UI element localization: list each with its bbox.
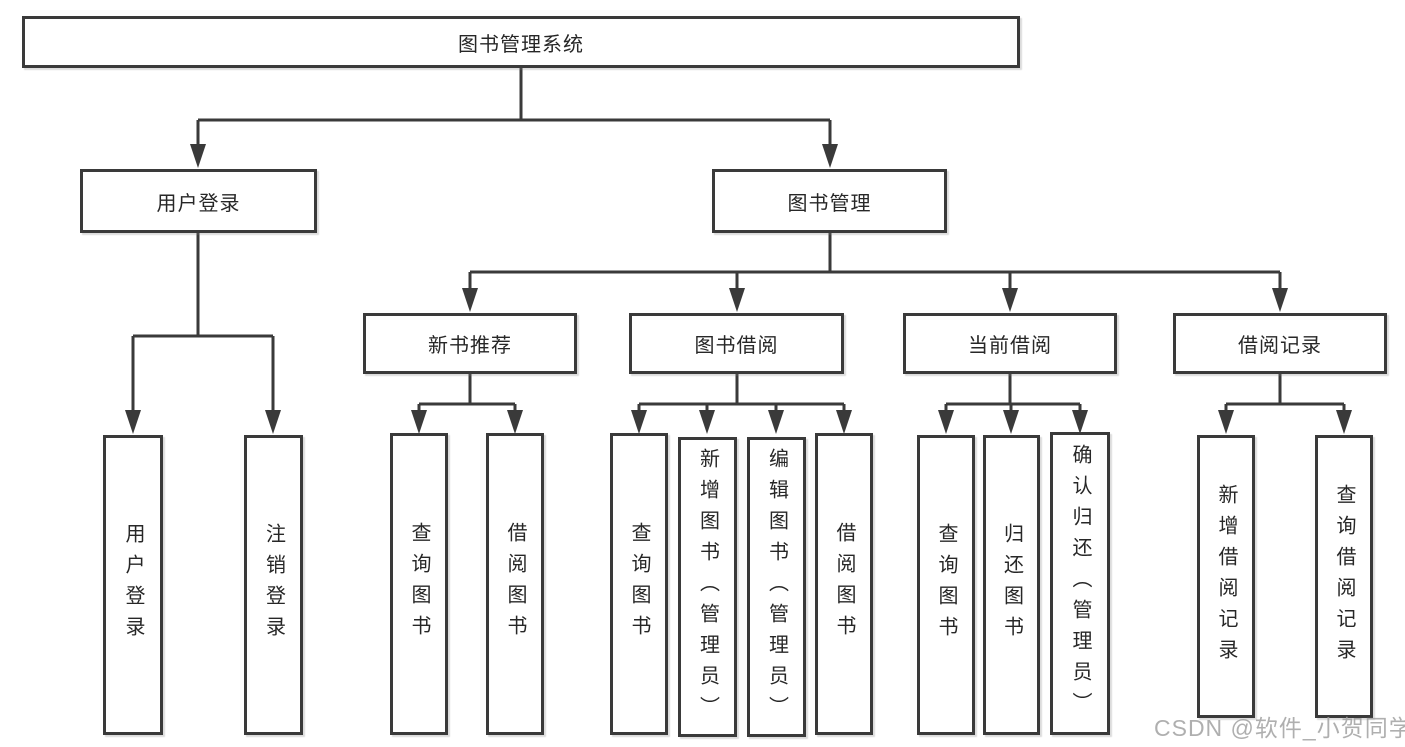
leaf-label: 查询图书 <box>935 523 957 647</box>
node-root-library-system: 图书管理系统 <box>22 16 1020 68</box>
leaf-label: 新增图书（管理员） <box>696 447 719 727</box>
node-user-login-branch: 用户登录 <box>80 169 317 233</box>
arrowhead <box>1218 410 1234 434</box>
arrowhead <box>631 410 647 434</box>
leaf-add-borrow-record: 新增借阅记录 <box>1197 435 1255 718</box>
node-new-book-recommend: 新书推荐 <box>363 313 577 374</box>
node-label: 图书管理 <box>787 192 872 215</box>
leaf-query-books-borrow: 查询图书 <box>610 433 668 735</box>
leaf-label: 新增借阅记录 <box>1215 483 1237 670</box>
arrowhead <box>1002 288 1018 312</box>
leaf-label: 查询借阅记录 <box>1333 483 1355 670</box>
leaf-edit-books-admin: 编辑图书（管理员） <box>747 437 806 737</box>
csdn-watermark: CSDN @软件_小贺同学 <box>1154 715 1405 741</box>
leaf-borrow-books: 借阅图书 <box>815 433 873 735</box>
node-borrow-records: 借阅记录 <box>1173 313 1387 374</box>
leaf-confirm-return-admin: 确认归还（管理员） <box>1050 432 1110 735</box>
node-label: 图书管理系统 <box>458 33 584 56</box>
arrowhead <box>1072 410 1088 434</box>
leaf-logout: 注销登录 <box>244 435 303 735</box>
node-label: 借阅记录 <box>1238 335 1322 357</box>
leaf-borrow-books-recommend: 借阅图书 <box>486 433 544 735</box>
leaf-query-borrow-record: 查询借阅记录 <box>1315 435 1373 718</box>
arrowhead <box>699 410 715 434</box>
leaf-label: 查询图书 <box>408 522 430 646</box>
leaf-label: 借阅图书 <box>504 522 526 646</box>
leaf-label: 确认归还（管理员） <box>1069 444 1091 723</box>
leaf-query-books-current: 查询图书 <box>917 435 975 735</box>
leaf-label: 注销登录 <box>262 523 285 647</box>
arrowhead <box>411 410 427 434</box>
node-current-borrow: 当前借阅 <box>903 313 1117 374</box>
leaf-query-books-recommend: 查询图书 <box>390 433 448 735</box>
node-label: 用户登录 <box>156 192 241 215</box>
leaf-label: 借阅图书 <box>833 522 855 646</box>
leaf-label: 查询图书 <box>628 522 650 646</box>
arrowhead <box>125 410 141 434</box>
arrowhead <box>1003 410 1019 434</box>
arrowhead <box>729 288 745 312</box>
leaf-return-books: 归还图书 <box>983 435 1040 735</box>
leaf-label: 归还图书 <box>1000 523 1023 647</box>
node-book-management: 图书管理 <box>712 169 947 233</box>
arrowhead <box>938 410 954 434</box>
arrowhead <box>507 410 523 434</box>
leaf-label: 编辑图书（管理员） <box>765 447 788 727</box>
arrowhead <box>836 410 852 434</box>
arrowhead <box>1336 410 1352 434</box>
arrowhead <box>1272 288 1288 312</box>
leaf-user-login: 用户登录 <box>103 435 163 735</box>
arrowhead <box>265 410 281 434</box>
arrowhead <box>190 144 206 168</box>
node-label: 图书借阅 <box>694 335 779 357</box>
leaf-add-books-admin: 新增图书（管理员） <box>678 437 737 737</box>
leaf-label: 用户登录 <box>122 523 144 647</box>
arrowhead <box>768 410 784 434</box>
arrowhead <box>822 144 838 168</box>
node-label: 新书推荐 <box>428 335 512 357</box>
arrowhead <box>462 288 478 312</box>
node-book-borrow: 图书借阅 <box>629 313 844 374</box>
node-label: 当前借阅 <box>968 335 1052 357</box>
